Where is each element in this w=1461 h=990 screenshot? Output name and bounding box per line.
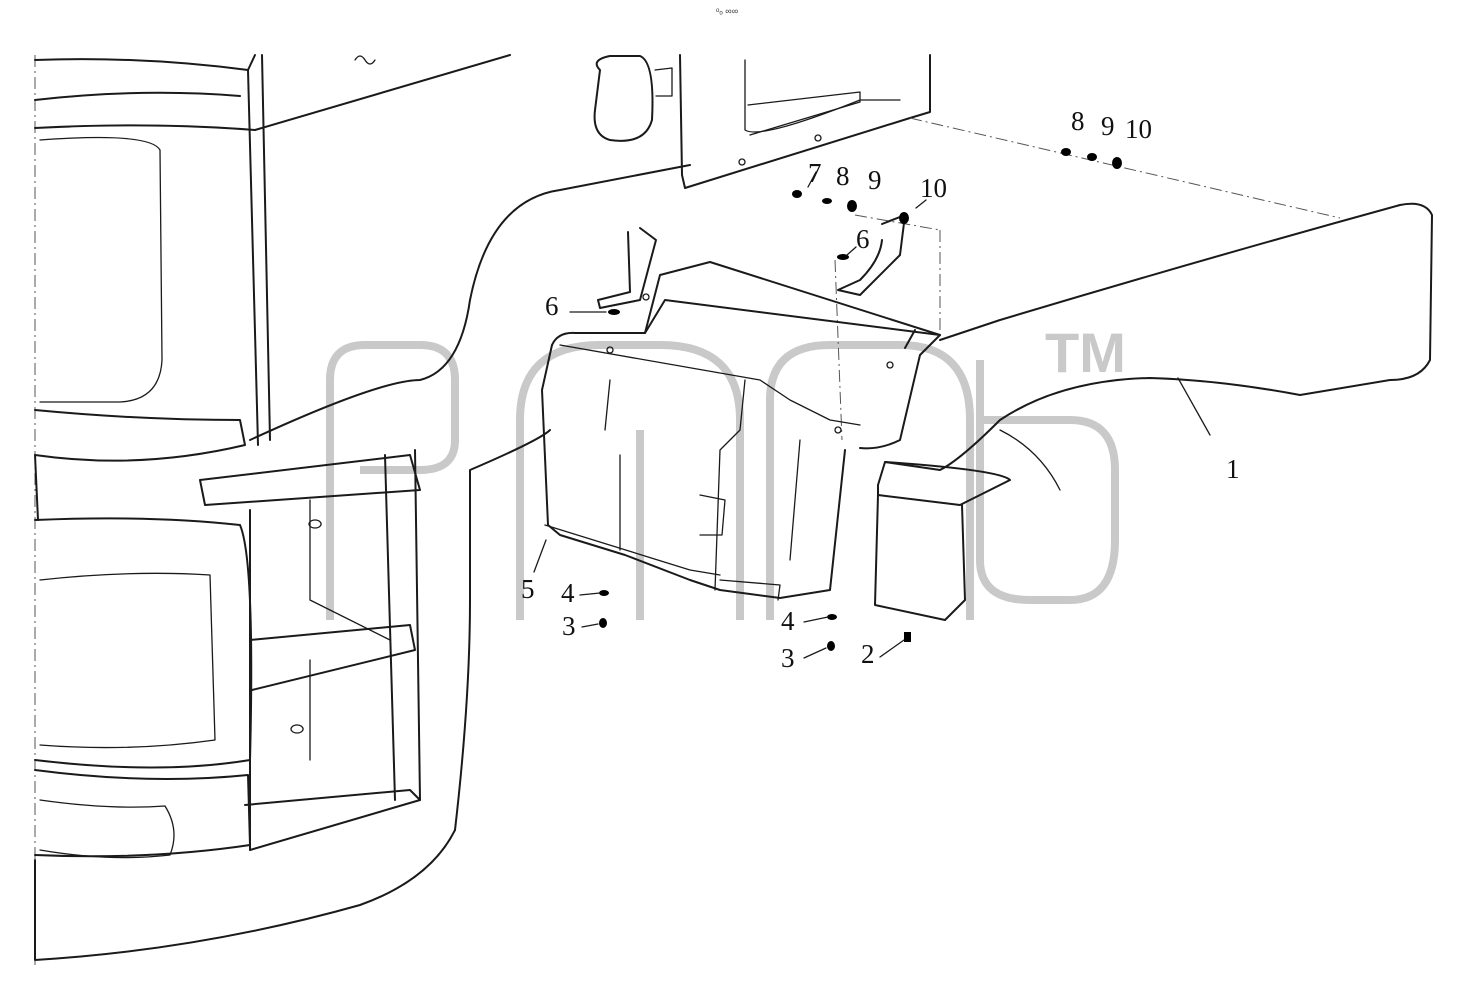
callout-3-right: 3 <box>781 643 795 673</box>
callout-labels: 1 2 3 3 4 4 5 6 6 7 8 9 10 8 9 10 <box>521 106 1240 673</box>
callout-10-mid: 10 <box>920 173 947 203</box>
callout-5: 5 <box>521 574 535 604</box>
callout-8-mid: 8 <box>836 161 850 191</box>
callout-8-top: 8 <box>1071 106 1085 136</box>
cab-front-body <box>34 54 691 965</box>
construction-lines <box>834 117 1341 441</box>
top-mark: ᵒₒ ∞∞ <box>716 6 738 16</box>
callout-2: 2 <box>861 639 875 669</box>
callout-6-left: 6 <box>545 291 559 321</box>
brackets <box>597 214 906 309</box>
callout-1: 1 <box>1226 454 1240 484</box>
callout-9-top: 9 <box>1101 111 1115 141</box>
callout-3-left: 3 <box>562 611 576 641</box>
leader-lines <box>533 171 1211 659</box>
watermark-trademark: TM <box>1045 321 1126 384</box>
callout-7: 7 <box>808 158 822 188</box>
callout-10-top: 10 <box>1125 114 1152 144</box>
callout-6-right: 6 <box>856 224 870 254</box>
callout-4-left: 4 <box>561 578 575 608</box>
watermark-logo: TM <box>326 321 1126 620</box>
callout-9-mid: 9 <box>868 165 882 195</box>
door-area <box>354 54 931 189</box>
mudguard-part-5 <box>541 261 941 601</box>
fasteners <box>599 148 1122 651</box>
callout-4-right: 4 <box>781 606 795 636</box>
fender-part-1 <box>874 202 1433 621</box>
